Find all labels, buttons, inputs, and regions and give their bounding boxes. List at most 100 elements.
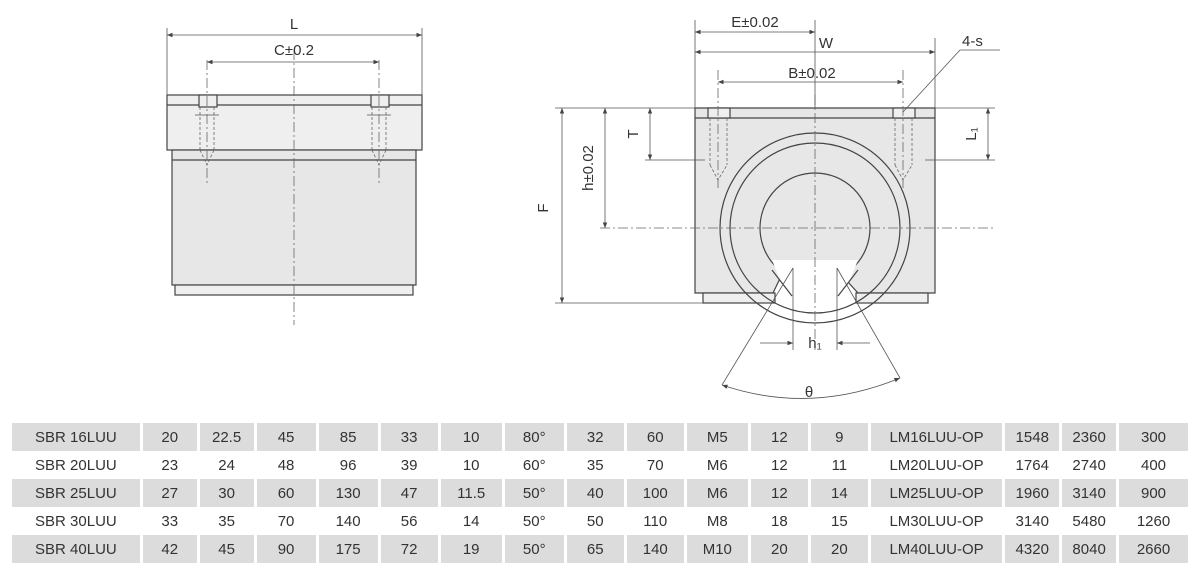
value-cell: 900 (1117, 479, 1188, 507)
label-h: h±0.02 (580, 145, 597, 191)
value-cell: 70 (625, 451, 687, 479)
value-cell: M6 (685, 479, 751, 507)
front-view: E±0.02 W 4-s B±0.02 T h±0.02 F L₁ (535, 14, 1000, 401)
value-cell: 30 (198, 479, 257, 507)
value-cell: 20 (809, 535, 871, 563)
value-cell: 12 (749, 451, 811, 479)
model-cell: SBR 25LUU (12, 479, 143, 507)
value-cell: 60 (255, 479, 319, 507)
model-cell: SBR 30LUU (12, 507, 143, 535)
side-view: L C±0.2 (166, 16, 423, 325)
value-cell: 8040 (1060, 535, 1120, 563)
value-cell: 4320 (1003, 535, 1063, 563)
value-cell: 60° (503, 451, 567, 479)
label-E: E±0.02 (731, 14, 778, 31)
value-cell: 300 (1117, 423, 1188, 451)
value-cell: 1260 (1117, 507, 1188, 535)
value-cell: 3140 (1060, 479, 1120, 507)
value-cell: 23 (141, 451, 200, 479)
value-cell: 140 (317, 507, 381, 535)
value-cell: 10 (439, 423, 505, 451)
value-cell: 100 (625, 479, 687, 507)
value-cell: 2360 (1060, 423, 1120, 451)
value-cell: 35 (565, 451, 627, 479)
label-B: B±0.02 (788, 65, 835, 82)
value-cell: 1548 (1003, 423, 1063, 451)
value-cell: 175 (317, 535, 381, 563)
label-C: C±0.2 (274, 42, 314, 59)
value-cell: 48 (255, 451, 319, 479)
value-cell: 18 (749, 507, 811, 535)
value-cell: 50 (565, 507, 627, 535)
value-cell: 47 (379, 479, 441, 507)
value-cell: 35 (198, 507, 257, 535)
value-cell: 11.5 (439, 479, 505, 507)
value-cell: 20 (141, 423, 200, 451)
value-cell: 2660 (1117, 535, 1188, 563)
label-F: F (535, 203, 552, 212)
value-cell: 60 (625, 423, 687, 451)
value-cell: M10 (685, 535, 751, 563)
value-cell: M6 (685, 451, 751, 479)
value-cell: 50° (503, 507, 567, 535)
technical-drawing: L C±0.2 (166, 14, 1000, 401)
label-W: W (819, 35, 834, 52)
value-cell: M5 (685, 423, 751, 451)
value-cell: 15 (809, 507, 871, 535)
value-cell: 45 (255, 423, 319, 451)
label-4s: 4-s (962, 33, 983, 50)
value-cell: 96 (317, 451, 381, 479)
label-L: L (290, 16, 298, 33)
value-cell: 80° (503, 423, 567, 451)
value-cell: 110 (625, 507, 687, 535)
value-cell: LM20LUU-OP (869, 451, 1006, 479)
value-cell: 42 (141, 535, 200, 563)
value-cell: 32 (565, 423, 627, 451)
value-cell: 19 (439, 535, 505, 563)
label-theta: θ (805, 384, 813, 401)
side-hole-right (367, 94, 391, 166)
value-cell: M8 (685, 507, 751, 535)
label-h1: h₁ (808, 335, 821, 352)
value-cell: 140 (625, 535, 687, 563)
value-cell: 70 (255, 507, 319, 535)
value-cell: 22.5 (198, 423, 257, 451)
value-cell: 33 (141, 507, 200, 535)
value-cell: 50° (503, 535, 567, 563)
value-cell: 5480 (1060, 507, 1120, 535)
value-cell: LM16LUU-OP (869, 423, 1006, 451)
value-cell: 27 (141, 479, 200, 507)
value-cell: LM30LUU-OP (869, 507, 1006, 535)
model-cell: SBR 20LUU (12, 451, 143, 479)
value-cell: 130 (317, 479, 381, 507)
label-T: T (625, 129, 642, 138)
value-cell: 56 (379, 507, 441, 535)
value-cell: LM40LUU-OP (869, 535, 1006, 563)
value-cell: 85 (317, 423, 381, 451)
value-cell: 65 (565, 535, 627, 563)
value-cell: LM25LUU-OP (869, 479, 1006, 507)
value-cell: 10 (439, 451, 505, 479)
value-cell: 11 (809, 451, 871, 479)
value-cell: 14 (809, 479, 871, 507)
value-cell: 12 (749, 423, 811, 451)
value-cell: 20 (749, 535, 811, 563)
value-cell: 72 (379, 535, 441, 563)
value-cell: 400 (1117, 451, 1188, 479)
value-cell: 14 (439, 507, 505, 535)
value-cell: 1960 (1003, 479, 1063, 507)
value-cell: 39 (379, 451, 441, 479)
value-cell: 2740 (1060, 451, 1120, 479)
side-hole-left (195, 94, 219, 166)
value-cell: 1764 (1003, 451, 1063, 479)
value-cell: 33 (379, 423, 441, 451)
label-L1: L₁ (963, 127, 980, 140)
value-cell: 9 (809, 423, 871, 451)
value-cell: 3140 (1003, 507, 1063, 535)
value-cell: 90 (255, 535, 319, 563)
